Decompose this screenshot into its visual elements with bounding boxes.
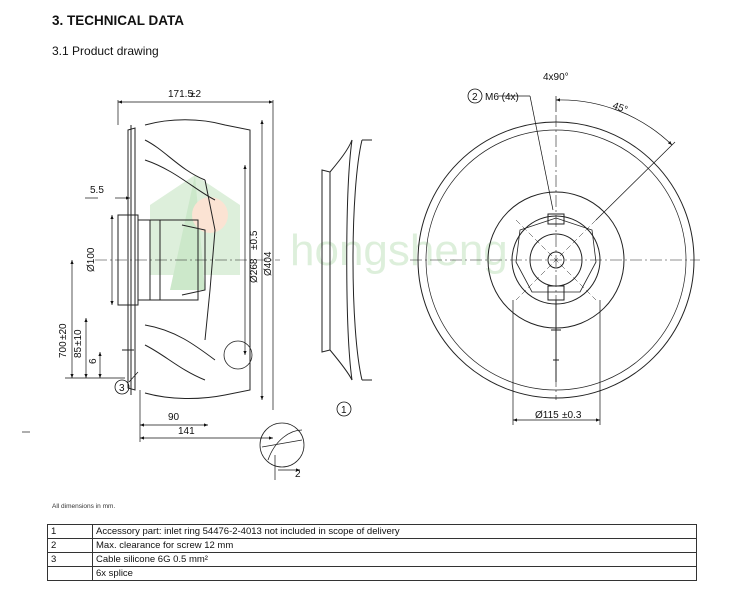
row-number — [47, 566, 93, 581]
row-number: 1 — [47, 524, 93, 539]
table-row: 1 Accessory part: inlet ring 54476-2-401… — [47, 524, 697, 539]
dim-115-tol: ±0.3 — [562, 410, 582, 421]
svg-text:1: 1 — [341, 405, 347, 416]
dim-700-tol: ±20 — [58, 323, 69, 340]
row-text: Max. clearance for screw 12 mm — [92, 538, 697, 553]
callout-2-circle — [467, 88, 483, 104]
row-text: Cable silicone 6G 0.5 mm² — [92, 552, 697, 567]
parts-table: 1 Accessory part: inlet ring 54476-2-401… — [47, 524, 697, 581]
row-number: 3 — [47, 552, 93, 567]
callout-2: 2 — [472, 92, 478, 103]
row-text: 6x splice — [92, 566, 697, 581]
dim-404: Ø404 — [263, 251, 274, 276]
dim-268-tol: ±0.5 — [249, 230, 260, 250]
dim-141: 141 — [178, 426, 195, 437]
thread-spec: M6 (4x) — [485, 92, 519, 103]
watermark-leaf-icon — [150, 175, 240, 290]
dim-115: Ø115 — [535, 410, 559, 421]
dim-100: Ø100 — [86, 247, 97, 272]
subsection-title: 3.1 Product drawing — [52, 44, 159, 58]
row-text: Accessory part: inlet ring 54476-2-4013 … — [92, 524, 697, 539]
dim-2: 2 — [295, 469, 301, 480]
angle-4x90: 4x90° — [543, 72, 569, 83]
dim-85-tol: ±10 — [73, 329, 84, 346]
dim-width: 171.5 — [168, 89, 193, 100]
callout-1: 1 — [336, 401, 352, 417]
table-row: 3 Cable silicone 6G 0.5 mm² — [47, 552, 697, 567]
dim-268: Ø268 — [249, 258, 260, 283]
dim-85: 85 — [73, 346, 84, 358]
front-dimensions — [498, 95, 676, 425]
callout-3: 3 — [114, 371, 139, 395]
product-drawing: hongsheng — [22, 72, 700, 480]
dim-700: 700 — [58, 341, 69, 358]
side-dimensions — [65, 100, 300, 480]
front-dimension-labels: 2 M6 (4x) 4x90° 45° Ø115 ±0.3 — [467, 72, 629, 421]
dim-5-5: 5.5 — [90, 185, 104, 196]
dimensions-note: All dimensions in mm. — [52, 503, 116, 510]
angle-45: 45° — [611, 100, 629, 116]
side-dimension-labels: 171.5 ±2 5.5 Ø100 Ø268 ±0.5 Ø404 700 ±20… — [58, 89, 301, 480]
watermark: hongsheng — [150, 175, 508, 290]
table-row: 2 Max. clearance for screw 12 mm — [47, 538, 697, 553]
inlet-ring — [321, 139, 372, 381]
watermark-text: hongsheng — [290, 226, 508, 275]
svg-text:3: 3 — [119, 383, 125, 394]
dim-90: 90 — [168, 412, 180, 423]
section-title: 3. TECHNICAL DATA — [52, 13, 185, 28]
table-row: 6x splice — [47, 566, 697, 581]
side-view — [95, 119, 305, 468]
row-number: 2 — [47, 538, 93, 553]
front-view — [410, 115, 700, 400]
dim-6: 6 — [88, 358, 99, 364]
dim-width-tol: ±2 — [190, 89, 201, 100]
